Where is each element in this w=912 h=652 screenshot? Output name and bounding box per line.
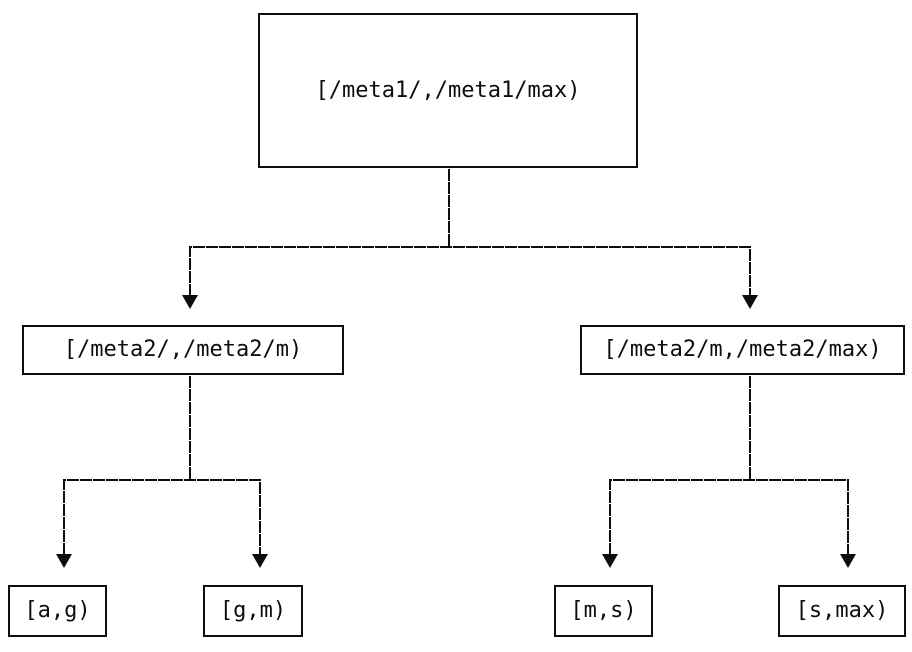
tree-node-mid-right: [/meta2/m,/meta2/max) xyxy=(580,325,905,375)
tree-node-mid-left: [/meta2/,/meta2/m) xyxy=(22,325,344,375)
arrowhead-to-mid-right xyxy=(742,295,758,309)
arrowhead-to-leaf-ag xyxy=(56,554,72,568)
tree-node-leaf-smax-label: [s,max) xyxy=(795,598,889,623)
tree-node-leaf-ag: [a,g) xyxy=(8,585,107,637)
tree-node-leaf-ag-label: [a,g) xyxy=(24,598,91,623)
arrowhead-to-mid-left xyxy=(182,295,198,309)
tree-node-mid-right-label: [/meta2/m,/meta2/max) xyxy=(603,337,882,362)
tree-node-root: [/meta1/,/meta1/max) xyxy=(258,13,638,168)
connector-root-branch xyxy=(189,246,751,296)
tree-node-mid-left-label: [/meta2/,/meta2/m) xyxy=(63,337,303,362)
tree-node-leaf-gm: [g,m) xyxy=(203,585,303,637)
tree-node-leaf-gm-label: [g,m) xyxy=(219,598,287,623)
tree-node-leaf-smax: [s,max) xyxy=(778,585,906,637)
arrowhead-to-leaf-smax xyxy=(840,554,856,568)
tree-node-leaf-ms: [m,s) xyxy=(554,585,653,637)
connector-left-branch xyxy=(63,479,261,555)
arrowhead-to-leaf-ms xyxy=(602,554,618,568)
tree-node-root-label: [/meta1/,/meta1/max) xyxy=(315,77,581,103)
arrowhead-to-leaf-gm xyxy=(252,554,268,568)
connector-right-branch xyxy=(609,479,849,555)
tree-node-leaf-ms-label: [m,s) xyxy=(570,598,637,623)
